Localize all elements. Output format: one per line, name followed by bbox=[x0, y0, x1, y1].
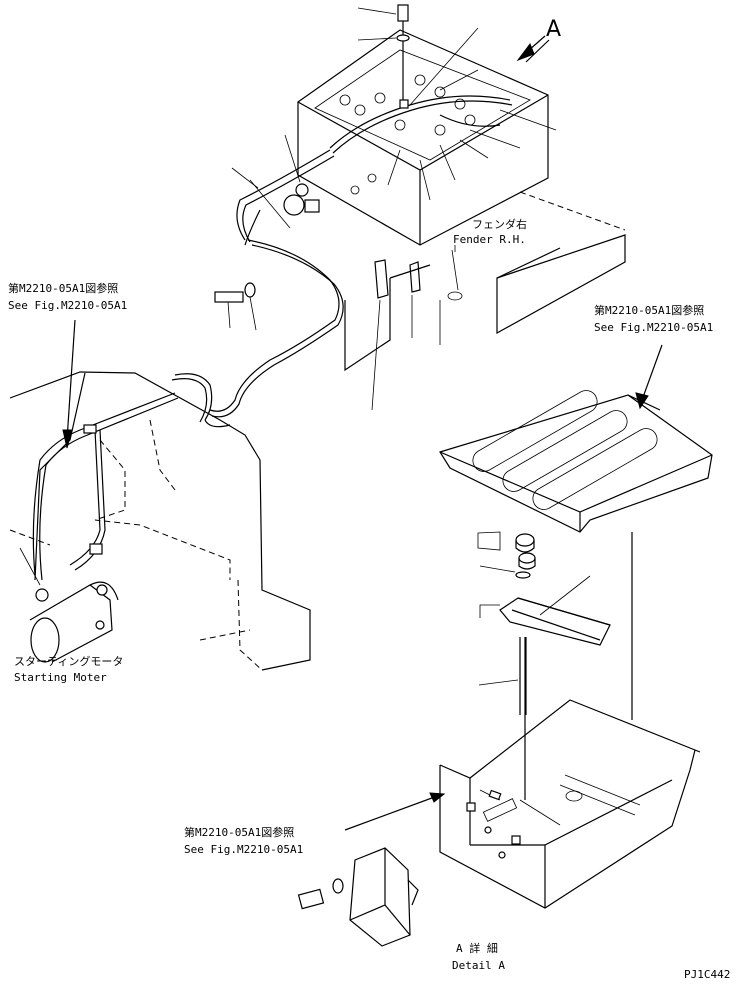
ref-bottom-jp: 第M2210-05A1図参照 bbox=[184, 825, 294, 839]
detail-label-en: Detail A bbox=[452, 959, 505, 972]
leader-lines bbox=[62, 245, 663, 831]
engine-block bbox=[9, 371, 311, 671]
relay-and-cables bbox=[171, 134, 344, 428]
ref-top-right-en: See Fig.M2210-05A1 bbox=[594, 321, 713, 334]
battery-tray bbox=[439, 637, 701, 909]
upper-battery-box bbox=[297, 4, 557, 246]
fender-label-en: Fender R.H. bbox=[453, 233, 526, 246]
mid-frame bbox=[344, 259, 441, 411]
ref-top-right-jp: 第M2210-05A1図参照 bbox=[594, 303, 704, 317]
cover-plate bbox=[439, 390, 713, 720]
motor-label-en: Starting Moter bbox=[14, 671, 107, 684]
hardware-stack bbox=[477, 531, 611, 715]
detail-label-jp: A 詳 細 bbox=[456, 941, 498, 955]
fender-rh bbox=[447, 191, 626, 335]
view-a-label: A bbox=[546, 17, 561, 42]
fender-label-jp: フェンダ右 bbox=[472, 217, 527, 231]
terminal-cover bbox=[297, 847, 419, 947]
ref-left-jp: 第M2210-05A1図参照 bbox=[8, 281, 118, 295]
drawing-code: PJ1C442 bbox=[684, 968, 730, 981]
motor-label-jp: スターティングモータ bbox=[14, 654, 123, 668]
ref-bottom-en: See Fig.M2210-05A1 bbox=[184, 843, 303, 856]
ref-left-en: See Fig.M2210-05A1 bbox=[8, 299, 127, 312]
starting-motor bbox=[29, 581, 119, 663]
